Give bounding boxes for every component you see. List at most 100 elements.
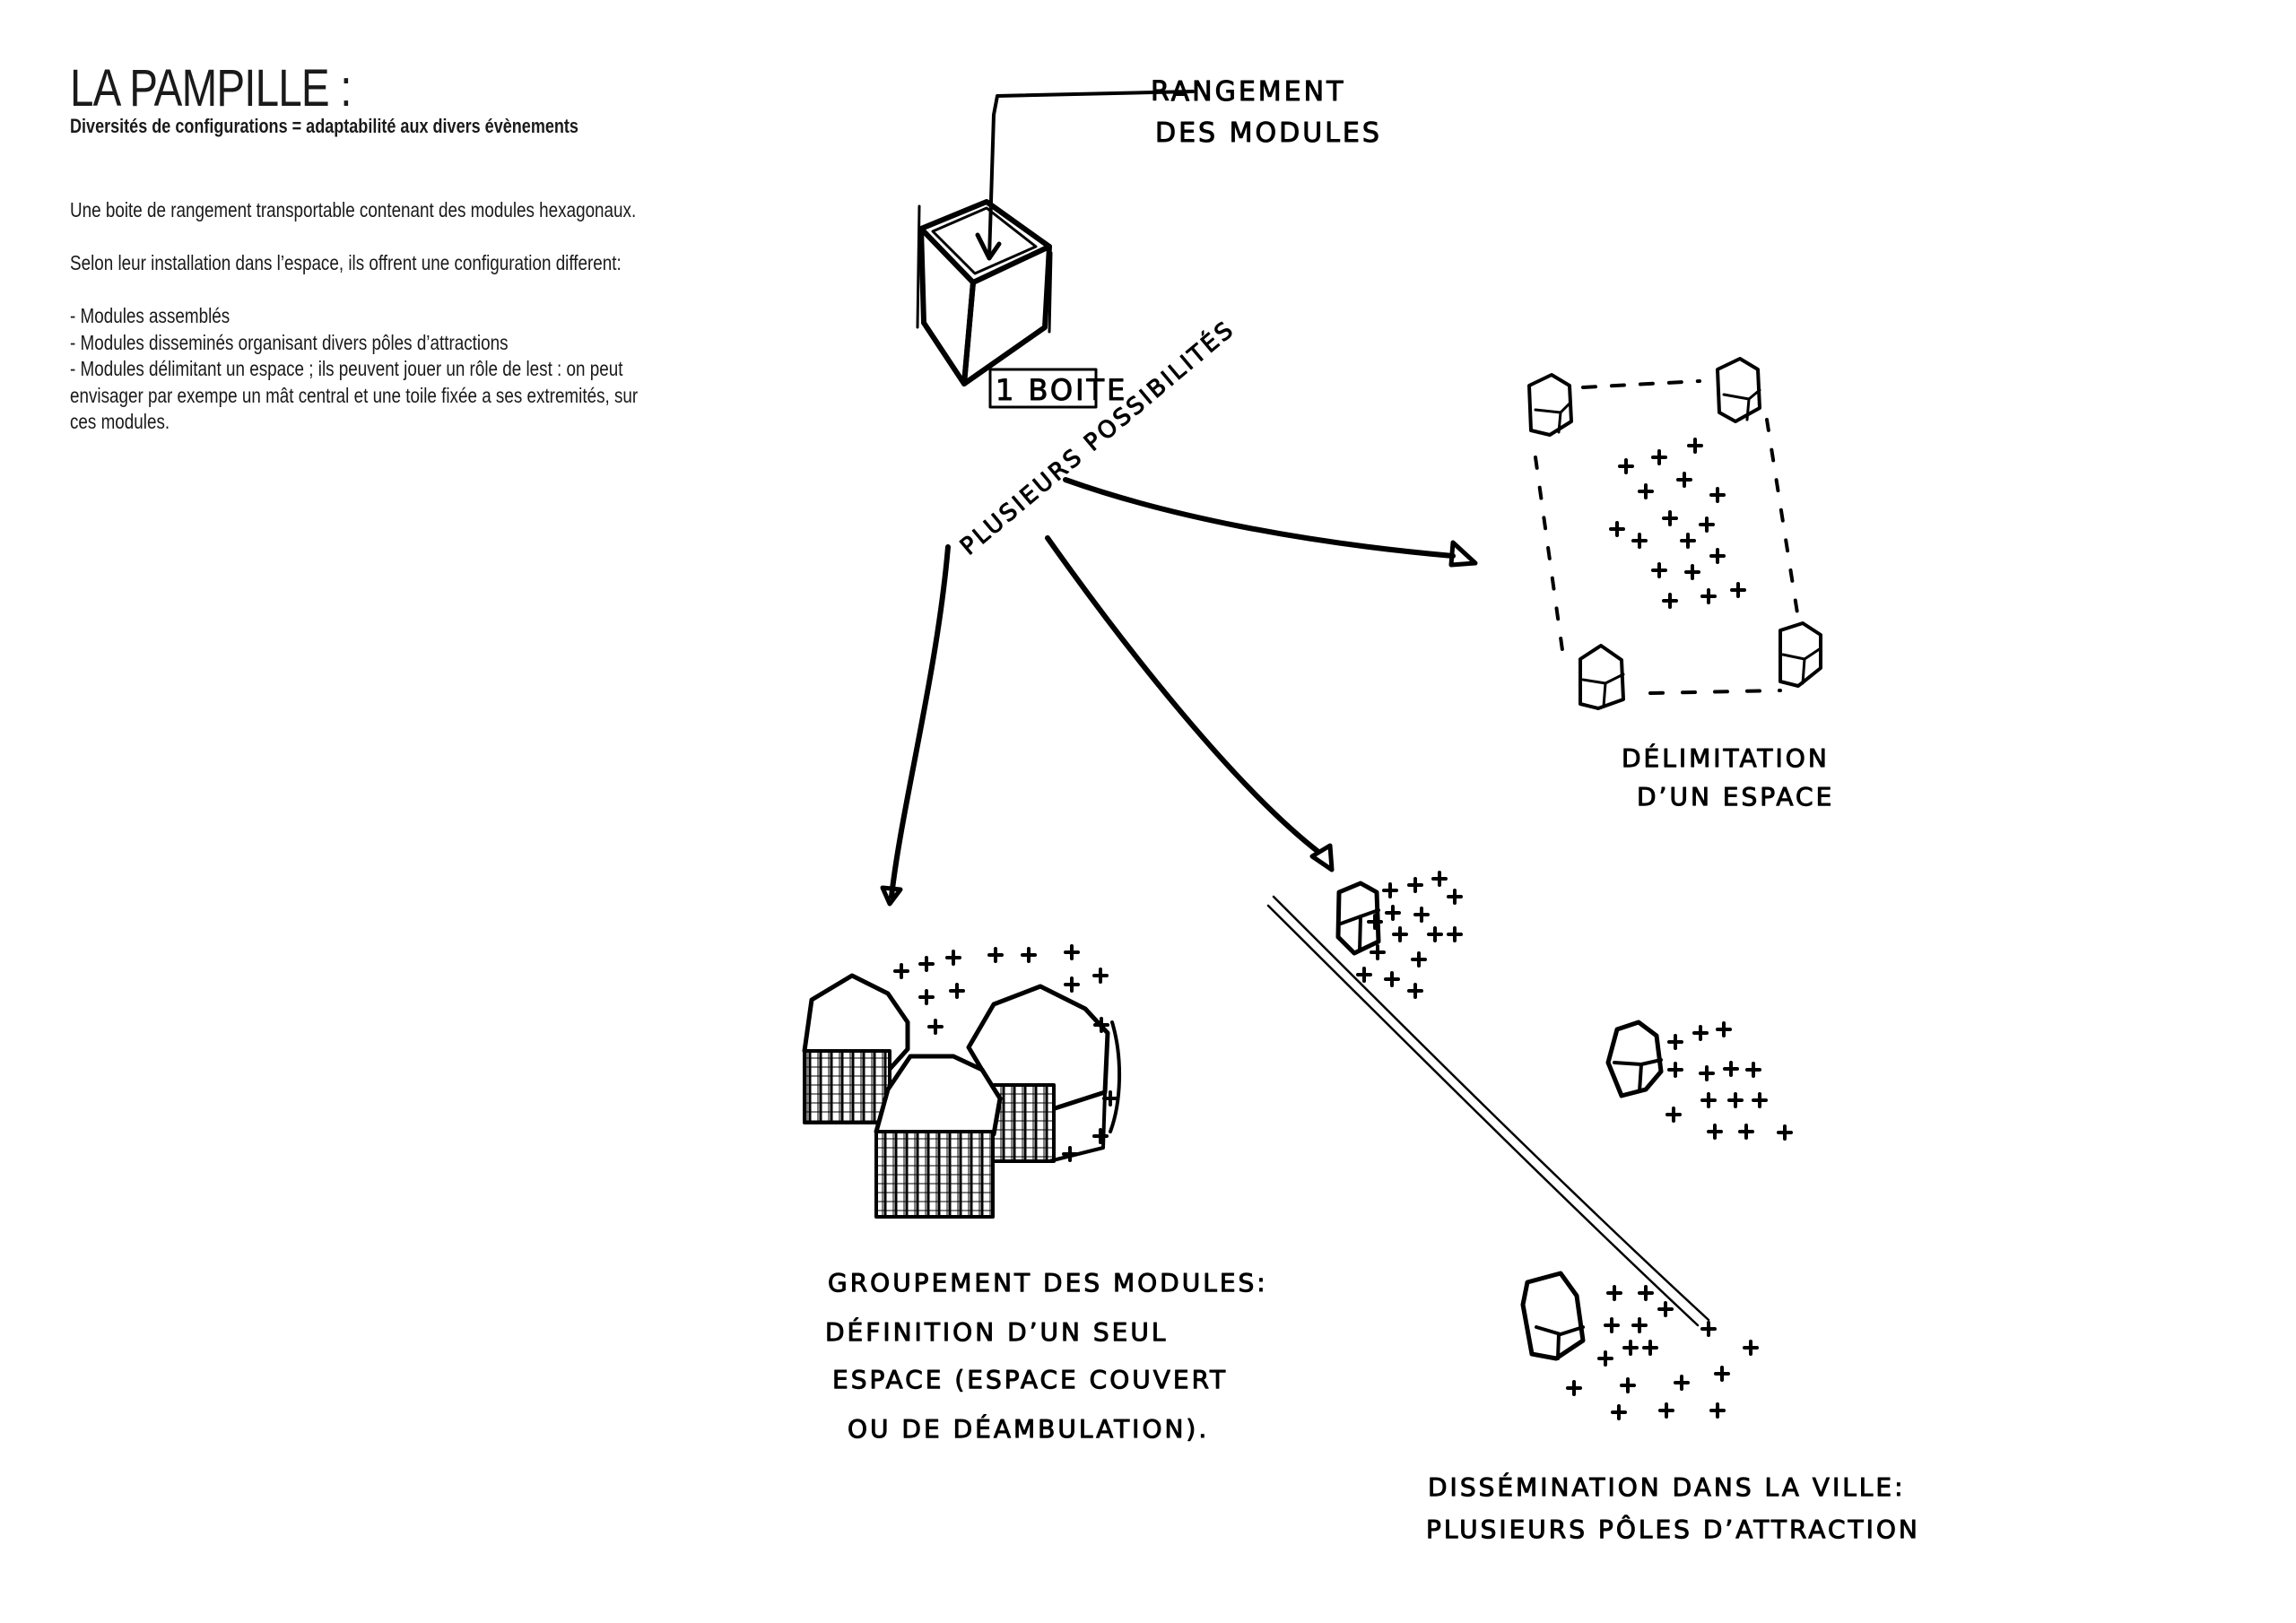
crowd-marks — [1609, 438, 1746, 609]
hexagon-module-icon — [1527, 373, 1573, 437]
person-mark — [1727, 1092, 1744, 1108]
person-mark — [1777, 1124, 1793, 1141]
person-mark — [1597, 1350, 1613, 1367]
person-mark — [1638, 483, 1654, 499]
delimitation-caption-line2: D’UN ESPACE — [1637, 782, 1834, 812]
person-mark — [1370, 944, 1386, 960]
hexagon-module-icon — [1520, 1271, 1586, 1361]
street-icon — [1266, 895, 1710, 1327]
person-mark — [1384, 971, 1400, 987]
page-subtitle: Diversités de configurations = adaptabil… — [70, 115, 578, 137]
header: LA PAMPILLE : Diversités de configuratio… — [70, 61, 787, 138]
person-mark — [1676, 472, 1692, 488]
person-mark — [1356, 967, 1372, 983]
person-mark — [1657, 1301, 1674, 1317]
person-mark — [1709, 487, 1726, 503]
person-mark — [1102, 1090, 1118, 1107]
person-mark — [1604, 1317, 1620, 1333]
intro-paragraph: Une boite de rangement transportable con… — [70, 198, 637, 221]
hexagon-module-icon — [1716, 357, 1761, 423]
dissemination-caption-line1: DISSÉMINATION DANS LA VILLE: — [1428, 1471, 1906, 1502]
person-mark — [1716, 1021, 1732, 1037]
storage-box-icon — [916, 199, 1053, 386]
person-mark — [1606, 1285, 1622, 1301]
person-mark — [1092, 968, 1109, 984]
groupement-caption-line4: OU DE DÉAMBULATION). — [848, 1413, 1209, 1444]
person-mark — [1407, 877, 1423, 893]
delimitation-caption-line1: DÉLIMITATION — [1622, 742, 1830, 773]
person-mark — [1611, 1404, 1627, 1420]
dissemination-caption-line2: PLUSIEURS PÔLES D’ATTRACTION — [1426, 1514, 1920, 1544]
person-mark — [1622, 1340, 1639, 1356]
person-mark — [1566, 1380, 1582, 1396]
person-mark — [1631, 533, 1648, 549]
person-mark — [949, 983, 965, 999]
arrow-to-delimitation — [1063, 477, 1478, 568]
person-mark — [1642, 1340, 1658, 1356]
person-mark — [1662, 510, 1678, 526]
box-label: 1 BOITE — [988, 368, 1126, 409]
groupement-caption-line1: GROUPEMENT DES MODULES: — [828, 1268, 1268, 1298]
person-mark — [1674, 1375, 1690, 1391]
person-mark — [987, 947, 1004, 963]
person-mark — [1064, 944, 1080, 960]
person-mark — [1447, 926, 1463, 942]
person-mark — [1062, 1146, 1078, 1162]
person-mark — [1651, 449, 1667, 465]
lead-paragraph: Selon leur installation dans l’espace, i… — [70, 251, 622, 274]
person-mark — [1382, 882, 1398, 898]
person-mark — [893, 963, 909, 979]
person-mark — [1658, 1402, 1674, 1419]
person-mark — [1709, 548, 1726, 564]
person-mark — [1413, 907, 1430, 923]
groupement-caption-line2: DÉFINITION D’UN SEUL — [825, 1316, 1168, 1347]
person-mark — [945, 950, 961, 966]
person-mark — [1638, 1285, 1654, 1301]
person-mark — [1662, 593, 1678, 609]
person-mark — [918, 989, 935, 1005]
hexagon-module-icon — [1578, 644, 1625, 710]
person-mark — [1692, 1025, 1709, 1041]
person-mark — [1651, 562, 1667, 578]
groupement-sketch — [802, 944, 1121, 1219]
person-mark — [1447, 889, 1463, 905]
branch-label: PLUSIEURS POSSIBILITÉS — [954, 314, 1240, 560]
person-mark — [1093, 1017, 1109, 1033]
person-mark — [1431, 871, 1448, 887]
person-mark — [1680, 533, 1696, 549]
person-mark — [1427, 926, 1443, 942]
person-mark — [1609, 521, 1625, 537]
person-mark — [1667, 1034, 1683, 1050]
hexagon-module-icon — [1779, 621, 1822, 688]
arrow-to-dissemination — [1045, 535, 1335, 872]
person-mark — [1411, 951, 1427, 968]
crowd-marks — [893, 944, 1118, 1162]
hexagon-module-icon — [874, 1054, 1003, 1219]
person-mark — [1407, 983, 1423, 999]
hexagon-module-icon — [1605, 1020, 1664, 1098]
person-mark — [1631, 1317, 1648, 1333]
person-mark — [1620, 1377, 1636, 1393]
person-mark — [1687, 438, 1703, 454]
groupement-caption-line3: ESPACE (ESPACE COUVERT — [832, 1365, 1228, 1394]
person-mark — [1064, 976, 1080, 993]
person-mark — [1714, 1366, 1730, 1382]
storage-leader-arrow — [975, 90, 1195, 261]
hexagon-module-icon — [1335, 881, 1381, 956]
delimitation-sketch — [1527, 357, 1822, 710]
person-mark — [1700, 1321, 1717, 1337]
description-text: Une boite de rangement transportable con… — [70, 197, 805, 436]
person-mark — [1021, 947, 1037, 963]
person-mark — [1699, 516, 1715, 533]
person-mark — [1618, 458, 1634, 474]
person-mark — [1738, 1124, 1754, 1140]
person-mark — [1665, 1107, 1682, 1123]
person-mark — [1730, 582, 1746, 598]
arrow-to-groupement — [880, 544, 951, 907]
person-mark — [1699, 1065, 1715, 1081]
person-mark — [1700, 588, 1717, 604]
person-mark — [1723, 1061, 1739, 1077]
person-mark — [1684, 564, 1700, 580]
person-mark — [1709, 1402, 1726, 1419]
